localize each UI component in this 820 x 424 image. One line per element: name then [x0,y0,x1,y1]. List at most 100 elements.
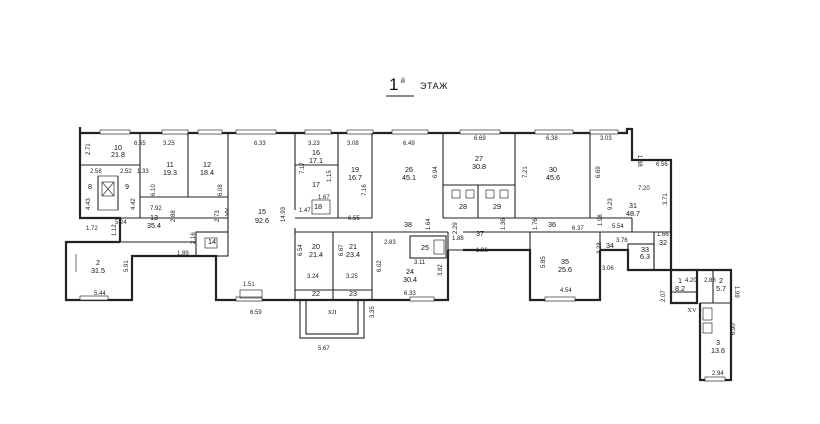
wing-room-2: 2 5.7 [716,276,726,293]
room-number: 27 [475,154,483,163]
room-number: 30 [549,165,557,174]
room-number: 34 [606,241,614,250]
room-number: 36 [548,220,556,229]
room-27: 27 30.8 [472,154,486,171]
room-number: 3 [716,338,720,347]
room-25: 25 [421,243,429,252]
room-area: 21.4 [309,250,323,259]
room-21: 21 23.4 [346,242,360,259]
room-area: 48.7 [626,209,640,218]
dimension: 6.59 [250,310,262,316]
dimension: 6.08 [218,184,224,196]
dimension: 3.25 [163,141,175,147]
room-15: 15 92.6 [255,207,269,225]
room-area: 30.4 [403,275,417,284]
dimension: 3.03 [600,136,612,142]
roman-numeral: XII [327,309,336,316]
room-11: 11 19.3 [163,160,177,177]
dimension: 4.42 [131,198,137,210]
room-area: 30.8 [472,162,486,171]
room-number: 8 [88,182,92,191]
room-number: 16 [312,148,320,157]
room-number: 10 [114,143,122,152]
dimension: 1.36 [501,218,507,230]
dimension: 1.89 [177,251,189,257]
room-number: 32 [659,238,667,247]
room-number: 29 [493,202,501,211]
room-30: 30 45.6 [546,165,560,182]
interior-walls [75,133,731,334]
floor-title: 1 й ЭТАЖ [386,75,448,97]
room-area: 17.1 [309,156,323,165]
dimension: 3.06 [602,266,614,272]
wing-room-3: 3 13.6 [711,338,725,355]
dimension: 4.43 [86,198,92,210]
dimension: 7.21 [523,166,529,178]
dimension: 7.16 [362,184,368,196]
dimension: 4.20 [685,278,697,284]
room-number: 38 [404,220,412,229]
dimension: 3.08 [347,141,359,147]
room-area: 23.4 [346,250,360,259]
roman-numerals: XII XV [327,307,697,316]
room-22: 22 [312,289,320,298]
dimension: 1.76 [533,218,539,230]
dimension: 5.44 [94,291,106,297]
dimension: 2.94 [712,371,724,377]
dimension: 2.58 [90,169,102,175]
dimension: 1.88 [452,236,464,242]
dimension: 1.99 [733,286,739,298]
room-area: 45.6 [546,173,560,182]
room-area: 16.7 [348,173,362,182]
room-18: 18 [314,202,322,211]
dimension: 5.24 [115,220,127,226]
room-number: 21 [349,242,357,251]
dimension: 2.88 [704,278,716,284]
room-number: 22 [312,289,320,298]
room-area: 6.3 [640,252,650,261]
dimension: 5.85 [541,256,547,268]
dimension: 3.23 [308,141,320,147]
dimension: 3.82 [438,264,444,276]
room-number: 20 [312,242,320,251]
room-number: 35 [561,257,569,266]
dimension: 7.20 [638,186,650,192]
dimension: 3.76 [616,238,628,244]
room-number: 37 [476,229,484,238]
dimension: 4.54 [560,288,572,294]
dimension: 1.96 [476,248,488,254]
room-area: 92.6 [255,216,269,225]
room-31: 31 48.7 [626,201,640,218]
room-number: 19 [351,165,359,174]
dimension: 1.38 [636,155,642,167]
room-10: 10 21.8 [111,143,125,159]
room-area: 5.7 [716,284,726,293]
dimension: 1.72 [86,226,98,232]
room-area: 25.6 [558,265,572,274]
room-34: 34 [606,241,614,250]
room-29: 29 [493,202,501,211]
room-area: 18.4 [200,168,214,177]
dimension: 6.55 [134,141,146,147]
dimension: 6.33 [254,141,266,147]
room-number: 14 [208,237,216,246]
dimension: 2.07 [661,290,667,302]
dimension: 6.10 [151,184,157,196]
room-14: 14 [208,237,216,246]
room-number: 13 [150,213,158,222]
dimension: 5.91 [124,260,130,272]
dimension: 2.16 [191,232,197,244]
room-number: 11 [166,160,173,169]
dimension: 2.73 [215,210,221,222]
room-8: 8 [88,182,92,191]
room-35: 35 25.6 [558,257,572,274]
room-number: 23 [349,289,357,298]
dimension: 3.35 [370,306,376,318]
dimension-labels: 6.55 3.25 6.33 3.23 3.08 6.49 6.69 6.38 … [86,136,739,377]
room-number: 12 [203,160,211,169]
dimension: 6.02 [377,260,383,272]
dimension: 2.52 [120,169,132,175]
dimension: 1.33 [137,169,149,175]
dimension: 2.29 [453,222,459,234]
